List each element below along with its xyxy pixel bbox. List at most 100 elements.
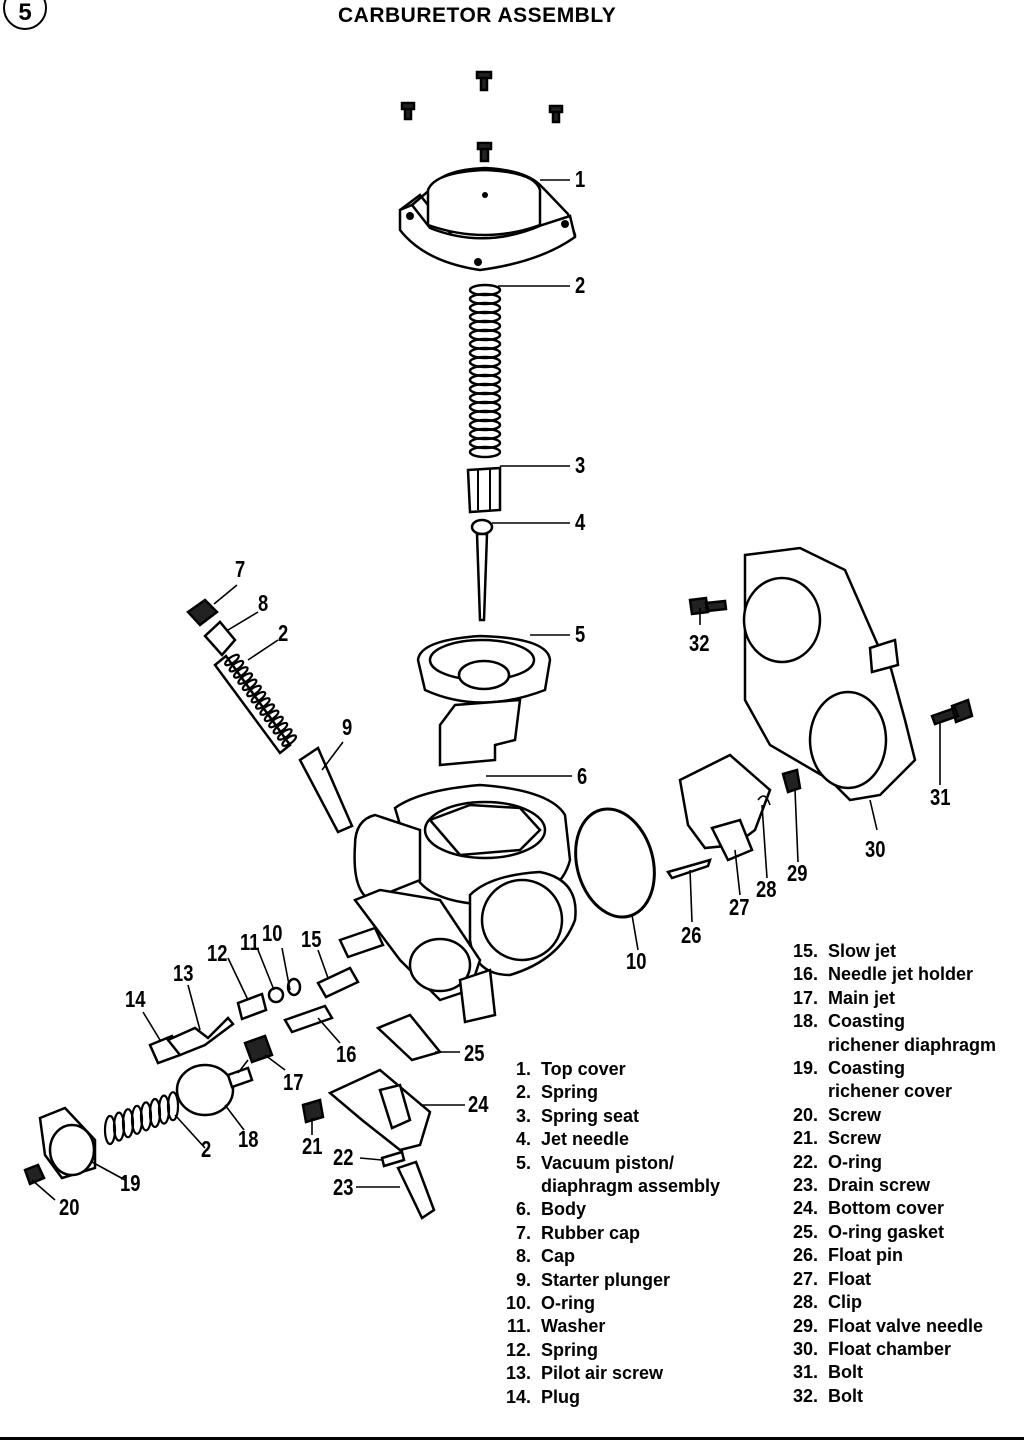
legend-part-name: Spring seat xyxy=(541,1105,640,1126)
legend-number: 12. xyxy=(505,1339,531,1360)
legend-row: 25. O-ring gasket xyxy=(784,1221,996,1244)
callout-32: 32 xyxy=(689,630,710,656)
legend-row: 7.Rubber cap xyxy=(497,1222,720,1245)
callout-17: 17 xyxy=(283,1069,304,1095)
legend-row: 32.Bolt xyxy=(784,1385,996,1408)
legend-part-name: O-ring gasket xyxy=(828,1221,945,1242)
legend-number: 15. xyxy=(792,941,818,961)
legend-part-name: Clip xyxy=(828,1292,862,1313)
legend-row: 15.Slow jet xyxy=(784,940,996,963)
page-number: 5 xyxy=(18,0,32,26)
callout-30: 30 xyxy=(865,836,886,862)
legend-row: 27.Float xyxy=(784,1268,996,1291)
legend-number: 19. xyxy=(792,1058,818,1079)
legend-row: 2. Spring xyxy=(497,1081,720,1104)
legend-part-name: Top cover xyxy=(541,1059,626,1079)
legend-part-name: Bolt xyxy=(828,1385,863,1406)
legend-number: 20. xyxy=(792,1104,818,1125)
legend-number: 30. xyxy=(792,1338,818,1359)
callout-6: 6 xyxy=(577,763,588,789)
carburetor-body xyxy=(338,783,577,1024)
legend-part-name: Float pin xyxy=(828,1245,903,1266)
legend-number: 9. xyxy=(515,1269,531,1290)
float-chamber xyxy=(742,546,917,802)
legend-part-name: Plug xyxy=(541,1386,580,1407)
jet-parts xyxy=(243,966,360,1064)
callout-12: 12 xyxy=(207,940,228,966)
legend-row: 16.Needle jet holder xyxy=(784,963,996,986)
legend-part-name: O-ring xyxy=(828,1151,882,1172)
callout-18: 18 xyxy=(238,1126,259,1152)
legend-part-name: Pilot air screw xyxy=(541,1363,664,1384)
legend-number: 29. xyxy=(792,1315,818,1336)
legend-number: 24. xyxy=(792,1198,818,1219)
legend-number: 8. xyxy=(515,1246,531,1267)
legend-number: 22. xyxy=(792,1151,818,1172)
legend-number: 21. xyxy=(792,1128,818,1149)
legend-part-name: Cap xyxy=(541,1246,576,1267)
legend-row: 9. Starter plunger xyxy=(497,1269,720,1292)
float-chamber-o-ring xyxy=(574,807,656,919)
legend-row: 29. Float valve needle xyxy=(784,1315,996,1338)
legend-row: 26.Float pin xyxy=(784,1244,996,1267)
legend-part-name: Screw xyxy=(828,1104,882,1125)
top-cover xyxy=(398,166,577,272)
callout-8: 8 xyxy=(258,590,269,616)
legend-part-name-continued: diaphragm assembly xyxy=(541,1176,721,1197)
top-cover-screw xyxy=(400,70,564,163)
clip-and-valve-needle xyxy=(757,768,802,806)
main-spring xyxy=(468,283,502,459)
legend-part-name: Starter plunger xyxy=(541,1269,671,1290)
legend-part-name: Float valve needle xyxy=(828,1315,984,1336)
legend-part-name: Bottom cover xyxy=(828,1198,945,1219)
legend-number: 10. xyxy=(505,1293,531,1314)
legend-part-name: Screw xyxy=(828,1128,882,1149)
legend-row: 6. Body xyxy=(497,1198,720,1221)
legend-number: 5. xyxy=(515,1152,531,1173)
legend-part-name: Rubber cap xyxy=(541,1222,641,1243)
callout-28: 28 xyxy=(756,876,777,902)
legend-number: 18. xyxy=(792,1011,818,1032)
pilot-screw-parts xyxy=(148,977,302,1065)
legend-part-name: Coasting xyxy=(828,1011,906,1032)
float-chamber-bolts xyxy=(688,596,974,726)
legend-number: 11. xyxy=(506,1316,531,1337)
legend-row: 8. Cap xyxy=(497,1245,720,1268)
legend-row: 19.Coasting xyxy=(784,1057,996,1080)
legend-number: 25. xyxy=(792,1221,818,1242)
legend-row: 17. Main jet xyxy=(784,987,996,1010)
callout-29: 29 xyxy=(787,860,808,886)
callout-20: 20 xyxy=(59,1194,80,1220)
legend-part-name: O-ring xyxy=(541,1293,595,1314)
legend-part-name: Main jet xyxy=(828,987,896,1008)
callout-2: 2 xyxy=(575,272,586,298)
legend-number: 6. xyxy=(515,1199,531,1220)
callout-14: 14 xyxy=(125,986,146,1012)
legend-part-name-continued: richener cover xyxy=(828,1081,953,1102)
callout-25: 25 xyxy=(464,1040,485,1066)
callout-31: 31 xyxy=(930,784,951,810)
legend-row: 1.Top cover xyxy=(497,1058,720,1081)
legend-number: 2. xyxy=(515,1082,531,1103)
callout-23: 23 xyxy=(333,1174,354,1200)
callout-1: 1 xyxy=(575,166,586,192)
starter-plunger-assembly xyxy=(186,598,354,834)
legend-row: 24. Bottom cover xyxy=(784,1197,996,1220)
legend-part-name: Spring xyxy=(541,1082,598,1103)
callout-26: 26 xyxy=(681,922,702,948)
spring-seat xyxy=(466,466,502,514)
legend-part-name: Body xyxy=(541,1199,586,1220)
legend-part-name: Needle jet holder xyxy=(828,964,974,985)
legend-number: 17. xyxy=(792,987,818,1008)
diagram-title: CARBURETOR ASSEMBLY xyxy=(338,4,617,27)
leader-lines xyxy=(31,179,941,1201)
legend-part-name: Vacuum piston/ xyxy=(541,1152,675,1173)
legend-row: 3.Spring seat xyxy=(497,1105,720,1128)
callout-3: 3 xyxy=(575,452,586,478)
legend-row: 21. Screw xyxy=(784,1127,996,1150)
callout-2-plunger-spring: 2 xyxy=(278,620,289,646)
legend-number: 23. xyxy=(792,1175,818,1196)
